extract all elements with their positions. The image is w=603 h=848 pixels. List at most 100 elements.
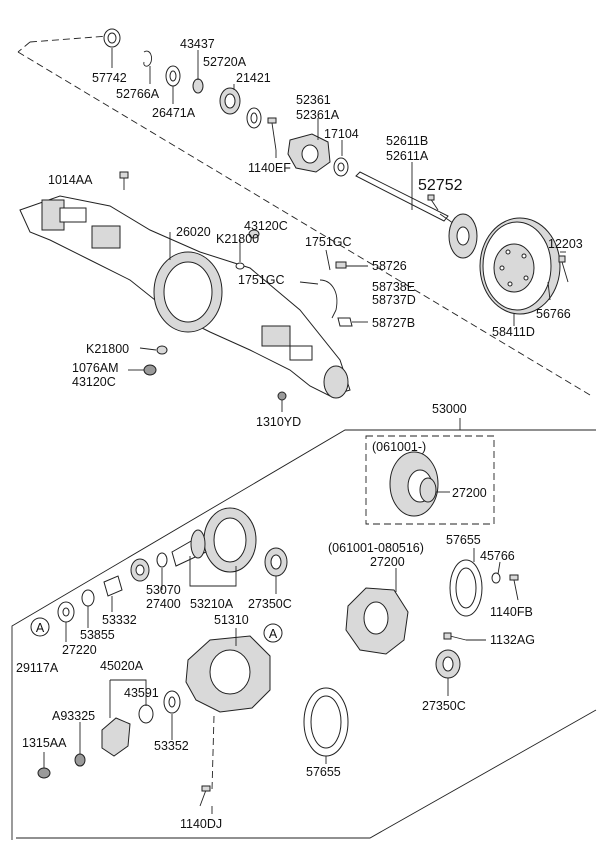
gasket-57655-bottom: [303, 687, 349, 757]
part-label: 1751GC: [305, 235, 352, 249]
part-label: 52766A: [116, 87, 160, 101]
part-label: 26020: [176, 225, 211, 239]
ref-circle-a-left: A: [30, 617, 50, 637]
diff-case-27200-middle: [345, 587, 409, 655]
part-label: 1076AM: [72, 361, 119, 375]
part-label: 27400: [146, 597, 181, 611]
part-label: 45020A: [100, 659, 144, 673]
part-label: K21800: [86, 342, 129, 356]
part-label: 27220: [62, 643, 97, 657]
part-label: 21421: [236, 71, 271, 85]
part-label: 1140DJ: [180, 817, 222, 831]
leader-line: [299, 281, 319, 285]
part-label: 27200: [452, 486, 487, 500]
part-label: 58738E: [372, 280, 415, 294]
part-label: 45766: [480, 549, 515, 563]
brake-hose-58737D: [319, 279, 338, 319]
seal-57742: [103, 28, 121, 48]
seal-17104: [333, 157, 349, 177]
part-label: 53210A: [190, 597, 234, 611]
flange-45020A: [101, 717, 131, 757]
part-label: 58727B: [372, 316, 415, 330]
ref-circle-a-right: A: [263, 623, 283, 643]
leader-dash: [17, 51, 591, 396]
bolt-1132AG: [443, 632, 467, 641]
bolt-1140FB: [509, 574, 519, 601]
fitting-58726: [335, 261, 347, 269]
part-label: 58737D: [372, 293, 416, 307]
plug-45766: [491, 572, 501, 584]
snap-ring-52766A: [143, 50, 153, 67]
nut-1315AA: [37, 767, 51, 779]
bolt-1310YD: [277, 391, 287, 401]
ref-a-label: A: [36, 621, 45, 635]
part-label: 57655: [306, 765, 341, 779]
washer-27220: [57, 601, 75, 623]
gasket-57655-top: [449, 559, 483, 617]
clip-58727B: [337, 317, 353, 327]
shim-53070: [156, 552, 168, 568]
part-label: 57742: [92, 71, 127, 85]
bolt-52611B: [427, 194, 439, 211]
part-label: 29117A: [16, 661, 59, 675]
part-label: 1140FB: [490, 605, 533, 619]
part-label: 1014AA: [48, 173, 93, 187]
part-label: 1132AG: [490, 633, 535, 647]
bearing-21421: [219, 87, 241, 115]
leader-line: [189, 556, 237, 587]
leader-dash: [29, 35, 109, 43]
leader-line: [139, 347, 157, 351]
nut-43120C-top: [248, 229, 260, 239]
leader-line: [325, 249, 331, 271]
part-label: 52752: [418, 177, 463, 194]
part-label: 1751GC: [238, 273, 285, 287]
part-label: 52611B: [386, 134, 428, 148]
ring-26471A: [165, 65, 181, 87]
bearing-27350C-right: [435, 649, 461, 679]
part-label: 53855: [80, 628, 115, 642]
part-label: 26471A: [152, 106, 196, 120]
ring-52720A: [192, 78, 204, 94]
ref-a-label: A: [269, 627, 278, 641]
part-label: (061001-): [372, 440, 426, 454]
nut-K21800-bottom: [156, 345, 168, 355]
part-label: K21800: [216, 232, 259, 246]
breather-1014AA: [119, 171, 129, 179]
part-label: 43591: [124, 686, 159, 700]
nut-A93325: [74, 753, 86, 767]
part-label: 53332: [102, 613, 137, 627]
part-label: 53352: [154, 739, 189, 753]
part-label: 43437: [180, 37, 215, 51]
seal-43591: [138, 704, 154, 724]
part-label: 12203: [548, 237, 583, 251]
bearing-27400: [130, 558, 150, 582]
collar-53855: [81, 589, 95, 607]
part-label: 53070: [146, 583, 181, 597]
oil-seal-53352: [163, 690, 181, 714]
bolt-1140EF: [267, 117, 277, 151]
part-label: 1310YD: [256, 415, 301, 429]
carrier-housing-51310: [185, 635, 271, 713]
bolt-1140DJ: [199, 785, 211, 807]
washer-K21800-top: [235, 262, 245, 270]
screw-12203: [558, 255, 569, 283]
part-label: 17104: [324, 127, 359, 141]
part-label: 43120C: [72, 375, 116, 389]
part-label: 27350C: [422, 699, 466, 713]
ring-gear-53210A: [203, 507, 257, 573]
part-label: (061001-080516): [328, 541, 424, 555]
frame-line: [16, 709, 597, 839]
part-label: 27350C: [248, 597, 292, 611]
part-label: 57655: [446, 533, 481, 547]
bearing-27350C-left: [264, 547, 288, 577]
variant-box: [365, 435, 495, 525]
pinion-gear: [171, 529, 207, 567]
diff-case-27200-top: [389, 451, 439, 517]
pin-56766: [547, 281, 551, 301]
frame-line: [11, 429, 596, 840]
leader-line: [497, 561, 501, 575]
part-label: 52720A: [203, 55, 247, 69]
part-label: 1140EF: [248, 161, 291, 175]
